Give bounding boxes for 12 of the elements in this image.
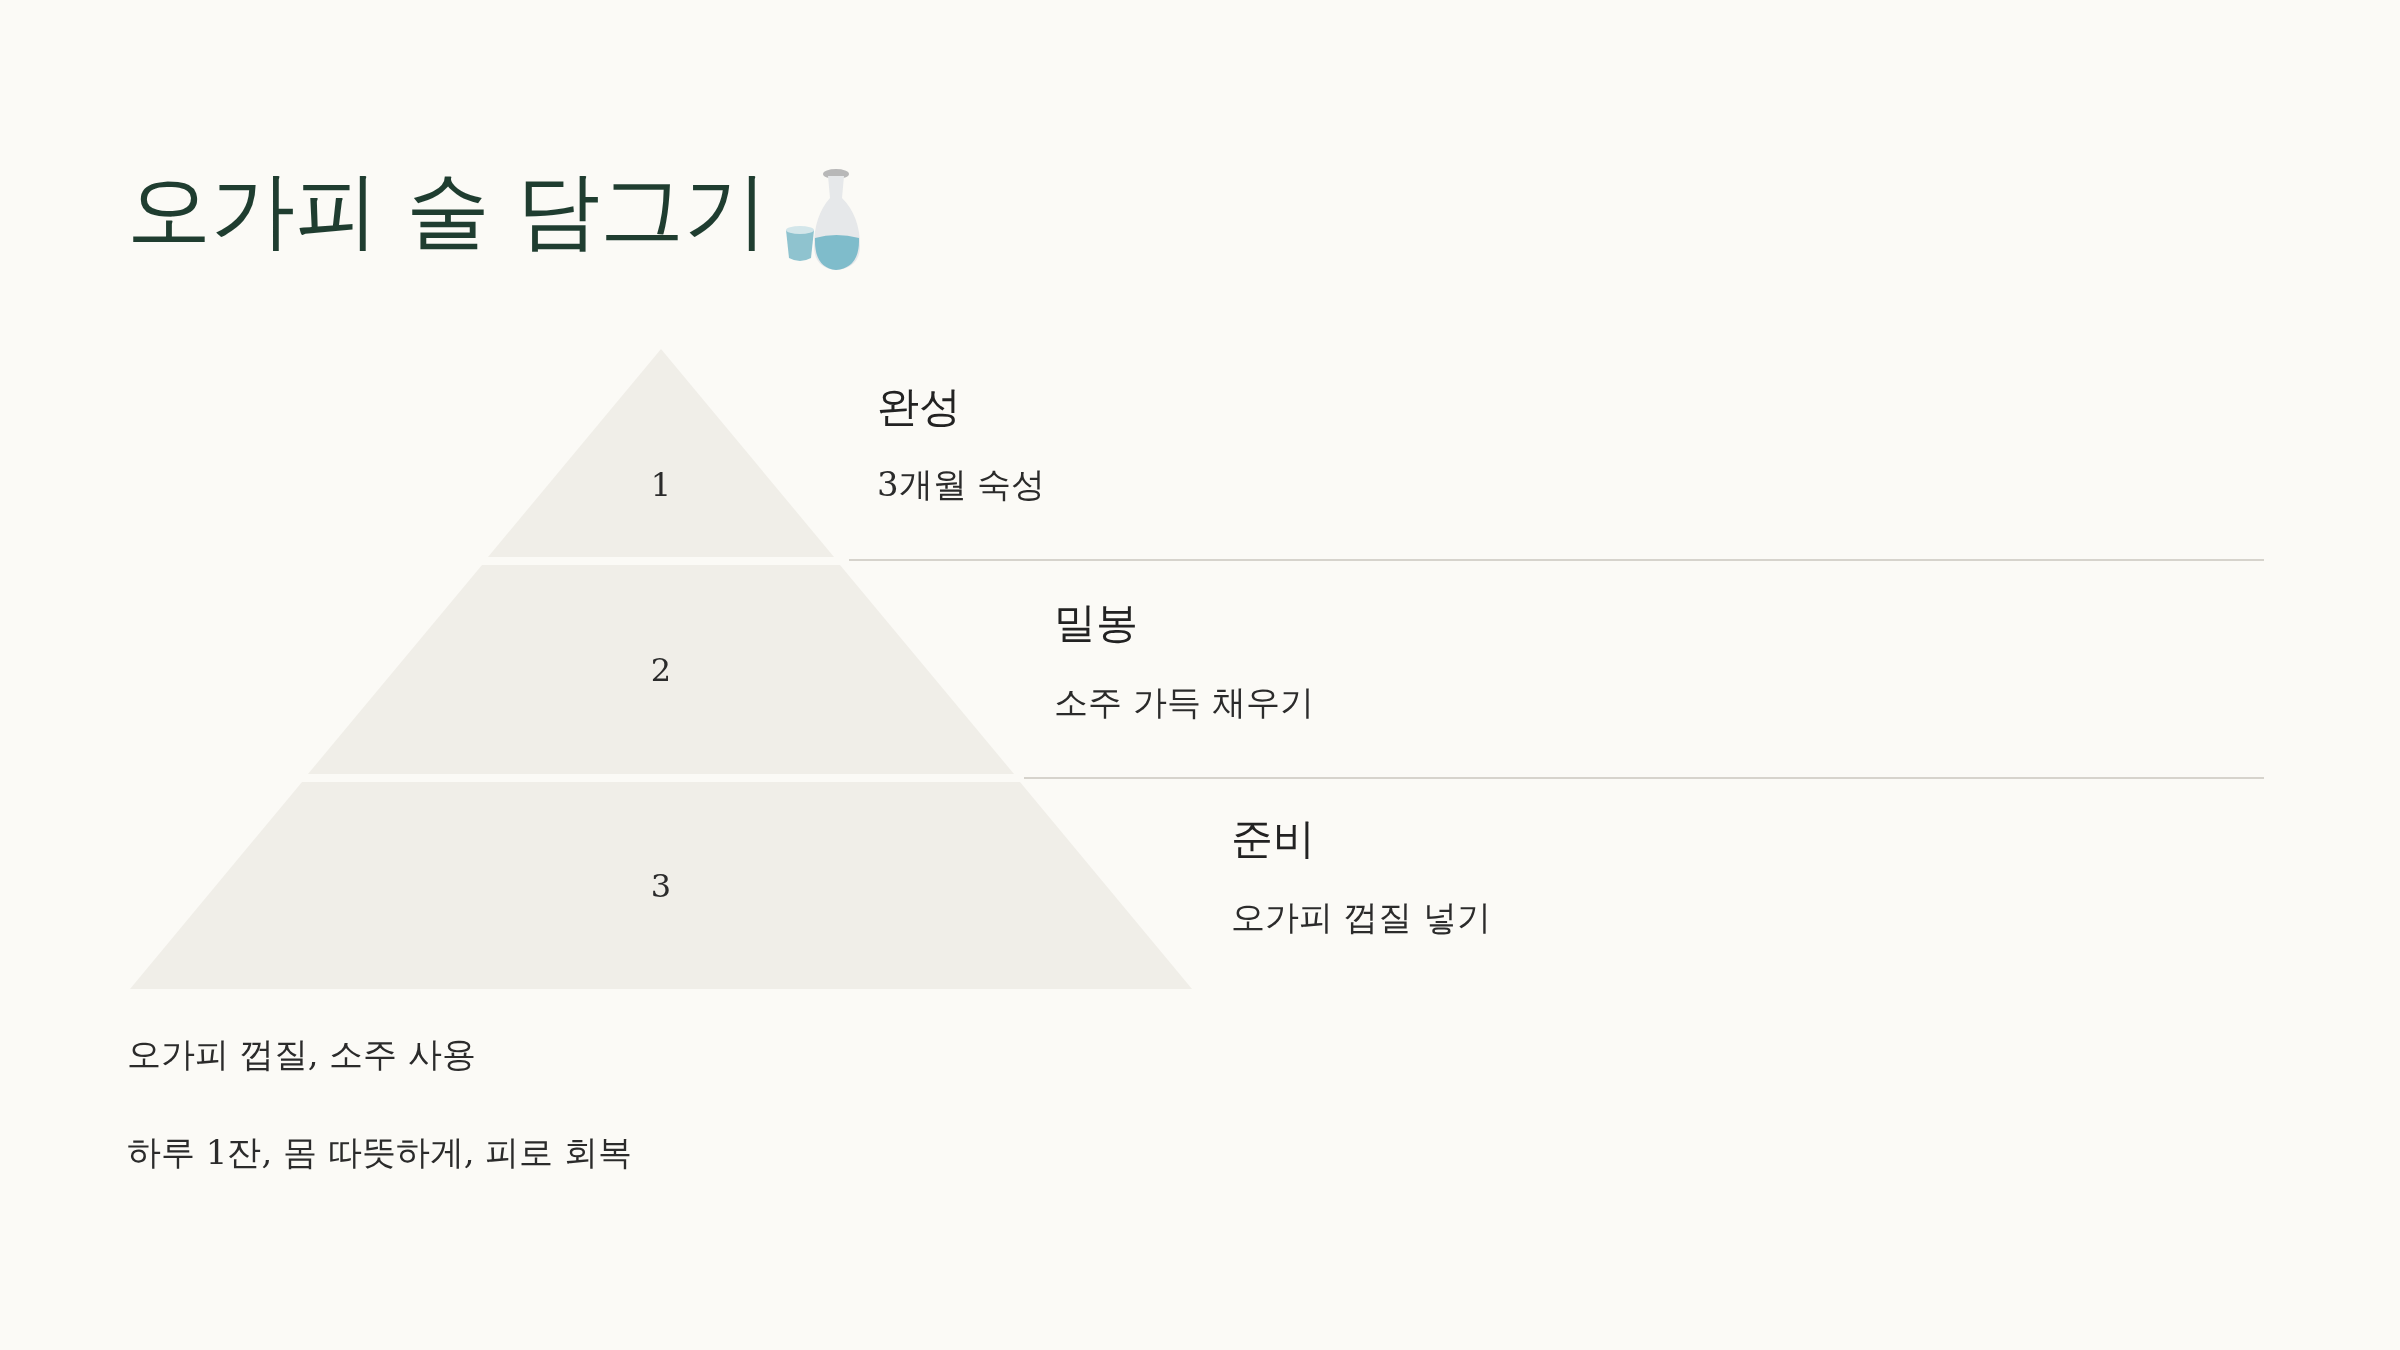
step-number: 2	[649, 653, 673, 686]
step-heading: 밀봉	[1054, 600, 1138, 647]
note: 하루 1잔, 몸 따뜻하게, 피로 회복	[127, 1134, 633, 1172]
step-description: 3개월 숙성	[877, 466, 1046, 504]
step-heading: 준비	[1231, 816, 1315, 863]
step-heading: 완성	[877, 384, 961, 431]
title: 오가피 술 담그기	[127, 168, 769, 252]
step-number: 1	[649, 469, 673, 501]
step-description: 소주 가득 채우기	[1054, 684, 1314, 722]
note: 오가피 껍질, 소주 사용	[127, 1036, 477, 1074]
step-number: 3	[649, 869, 673, 902]
step-description: 오가피 껍질 넣기	[1231, 899, 1491, 937]
